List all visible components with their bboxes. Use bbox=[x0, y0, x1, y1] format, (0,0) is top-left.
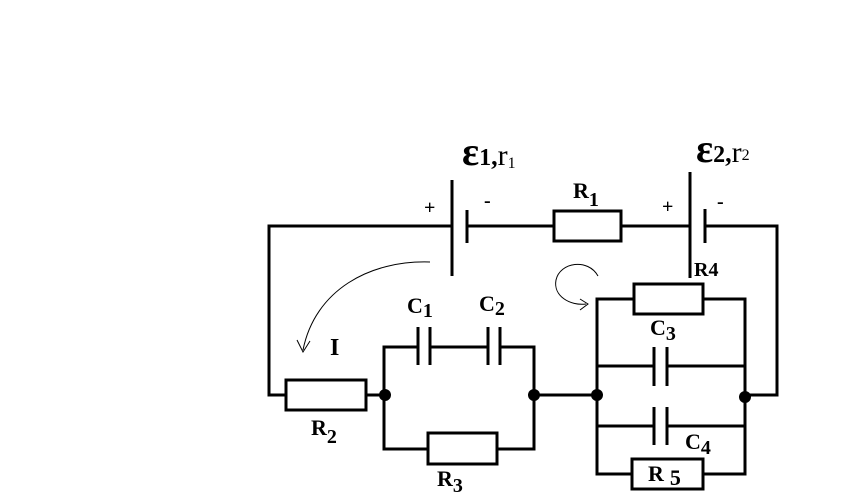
loop-direction-arrow bbox=[555, 263, 599, 311]
resistor-r4 bbox=[632, 282, 705, 316]
c4-label: C4 bbox=[685, 429, 711, 459]
capacitor-c2 bbox=[486, 327, 502, 365]
resistor-r3 bbox=[426, 431, 499, 466]
emf1-label: ε1,r1 bbox=[462, 129, 516, 174]
r4-label: R4 bbox=[694, 259, 718, 281]
r3-label: R3 bbox=[437, 466, 463, 496]
r1-label: R1 bbox=[573, 178, 599, 211]
battery1-plus-label: + bbox=[424, 197, 435, 219]
resistor-r5 bbox=[630, 457, 705, 491]
battery-1 bbox=[450, 180, 469, 276]
c2-label: C2 bbox=[479, 291, 505, 320]
battery1-minus-label: - bbox=[484, 190, 491, 212]
capacitor-c3 bbox=[652, 347, 669, 386]
junction-node bbox=[528, 389, 540, 401]
r2-label: R2 bbox=[311, 415, 337, 448]
battery-2 bbox=[688, 172, 707, 278]
current-arrow bbox=[296, 261, 431, 354]
c1-label: C1 bbox=[407, 293, 433, 322]
junction-node bbox=[379, 389, 391, 401]
capacitor-c1 bbox=[416, 327, 432, 365]
junction-node bbox=[739, 391, 751, 403]
junction-node bbox=[591, 389, 603, 401]
emf2-label: ε2,r2 bbox=[696, 126, 750, 171]
battery2-minus-label: - bbox=[717, 191, 724, 213]
capacitor-c4 bbox=[652, 407, 669, 445]
resistor-r2 bbox=[284, 378, 368, 412]
battery2-plus-label: + bbox=[662, 196, 673, 218]
current-label: I bbox=[330, 335, 339, 361]
resistor-r1 bbox=[552, 209, 623, 243]
c3-label: C3 bbox=[650, 315, 676, 345]
